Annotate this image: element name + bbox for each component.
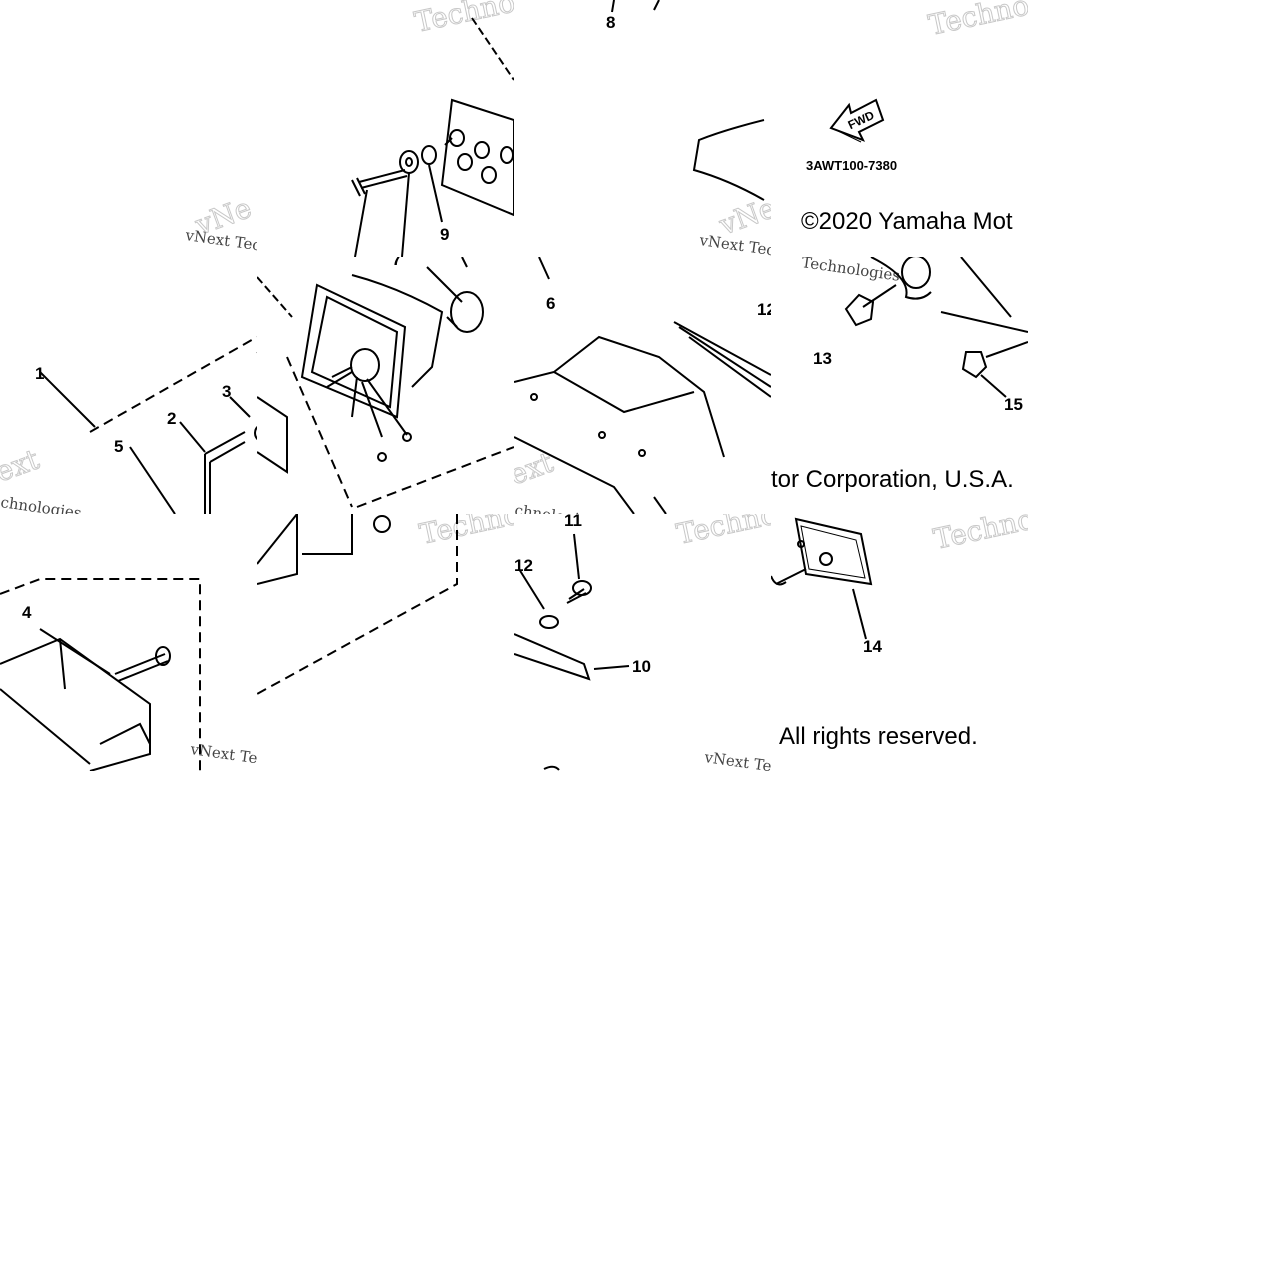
watermark-text: Techno <box>417 514 514 551</box>
copyright-line-1: ©2020 Yamaha Mot <box>801 208 1013 235</box>
watermark-text: vNext Tec <box>702 748 771 771</box>
tile-mid-right: Technologies 13 15 <box>771 257 1028 514</box>
copyright-line-3: All rights reserved. <box>779 723 978 750</box>
callout-9: 9 <box>440 225 449 244</box>
callout-5: 5 <box>114 437 123 456</box>
watermark-text: Techno <box>674 514 771 551</box>
callout-14: 14 <box>863 637 882 656</box>
callout-1: 1 <box>35 364 44 383</box>
watermark-text: ext <box>514 445 558 491</box>
copyright-line-2: tor Corporation, U.S.A. <box>771 466 1014 493</box>
callout-7: 7 <box>392 257 401 269</box>
watermark-text: Techno <box>926 0 1028 42</box>
watermark-text: chnologies <box>0 493 83 514</box>
callout-3: 3 <box>222 382 231 401</box>
tile-top-left: vNext Tec vNe <box>0 0 257 257</box>
tile-top-mid-left: Techno 9 <box>257 0 514 257</box>
callout-15: 15 <box>1004 395 1023 414</box>
callout-10: 10 <box>632 657 651 676</box>
tile-mid-left: 1 2 3 5 ext chnologies <box>0 257 257 514</box>
tile-mid-mid-right: 6 12 ext chnologies <box>514 257 771 514</box>
tile-bottom-mid-left: Techno <box>257 514 514 771</box>
watermark-text: Technologies <box>800 257 901 285</box>
tile-mid-mid-left: 7 <box>257 257 514 514</box>
watermark-text: vNext Tec <box>188 740 257 769</box>
watermark-text: chnologies <box>514 501 597 514</box>
tile-top-right: Techno FWD 3AWT100-7380 <box>771 0 1028 257</box>
callout-6: 6 <box>546 294 555 313</box>
callout-11: 11 <box>564 514 582 530</box>
callout-4: 4 <box>22 603 32 622</box>
tile-bottom-left: 4 vNext Tec <box>0 514 257 771</box>
part-number: 3AWT100-7380 <box>806 158 897 173</box>
callout-8: 8 <box>606 13 615 32</box>
watermark-text: Techno <box>412 0 514 39</box>
tile-bottom-right: Techno 14 <box>771 514 1028 771</box>
callout-13: 13 <box>813 349 832 368</box>
watermark-text: Techno <box>931 514 1028 556</box>
callout-2: 2 <box>167 409 176 428</box>
fwd-arrow-icon <box>829 98 885 143</box>
tile-top-mid-right: 8 vNext Tec vNe <box>514 0 771 257</box>
callout-12-b: 12 <box>514 556 533 575</box>
tile-bottom-mid-right: Techno 11 12 10 vNext Tec <box>514 514 771 771</box>
watermark-text: ext <box>0 442 44 488</box>
callout-12: 12 <box>757 300 771 319</box>
